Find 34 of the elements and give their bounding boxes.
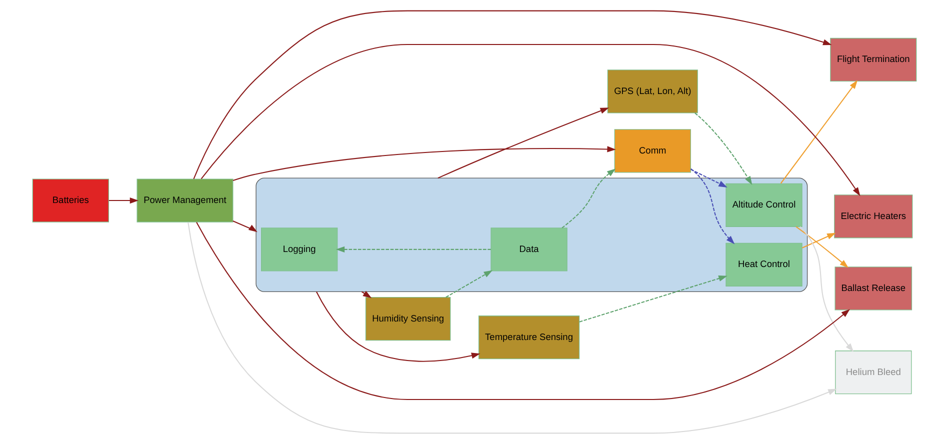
node-box: Flight Termination (830, 38, 917, 82)
arrow (232, 146, 616, 182)
arrow (800, 226, 854, 352)
node-box: GPS (Lat, Lon, Alt) (607, 70, 698, 114)
node-box: Logging (261, 228, 338, 272)
arrow (796, 226, 849, 268)
node-box: Power Management (136, 178, 234, 222)
arrow (232, 220, 258, 232)
node-box: Batteries (32, 178, 109, 222)
arrow (690, 168, 728, 188)
arrow (780, 80, 858, 184)
arrow (188, 222, 837, 434)
arrow (579, 276, 728, 322)
arrow (694, 112, 752, 185)
node-box: Altitude Control (726, 183, 802, 227)
node-box: Helium Bleed (835, 350, 912, 394)
node-box: Electric Heaters (834, 194, 913, 238)
node-box: Humidity Sensing (365, 297, 451, 341)
node-box: Ballast Release (834, 266, 912, 310)
arrow (336, 246, 491, 252)
arrow (196, 222, 850, 400)
arrow (200, 44, 860, 196)
node-box: Heat Control (726, 242, 802, 286)
arrow (562, 168, 616, 228)
arrow (193, 10, 832, 180)
cluster (256, 178, 808, 292)
arrow (446, 270, 493, 298)
node-box: Comm (614, 129, 691, 173)
arrow (438, 108, 610, 179)
node-box: Data (490, 228, 568, 272)
arrow (108, 197, 139, 204)
arrow (690, 168, 735, 244)
node-box: Temperature Sensing (478, 316, 580, 360)
arrow (802, 232, 836, 248)
